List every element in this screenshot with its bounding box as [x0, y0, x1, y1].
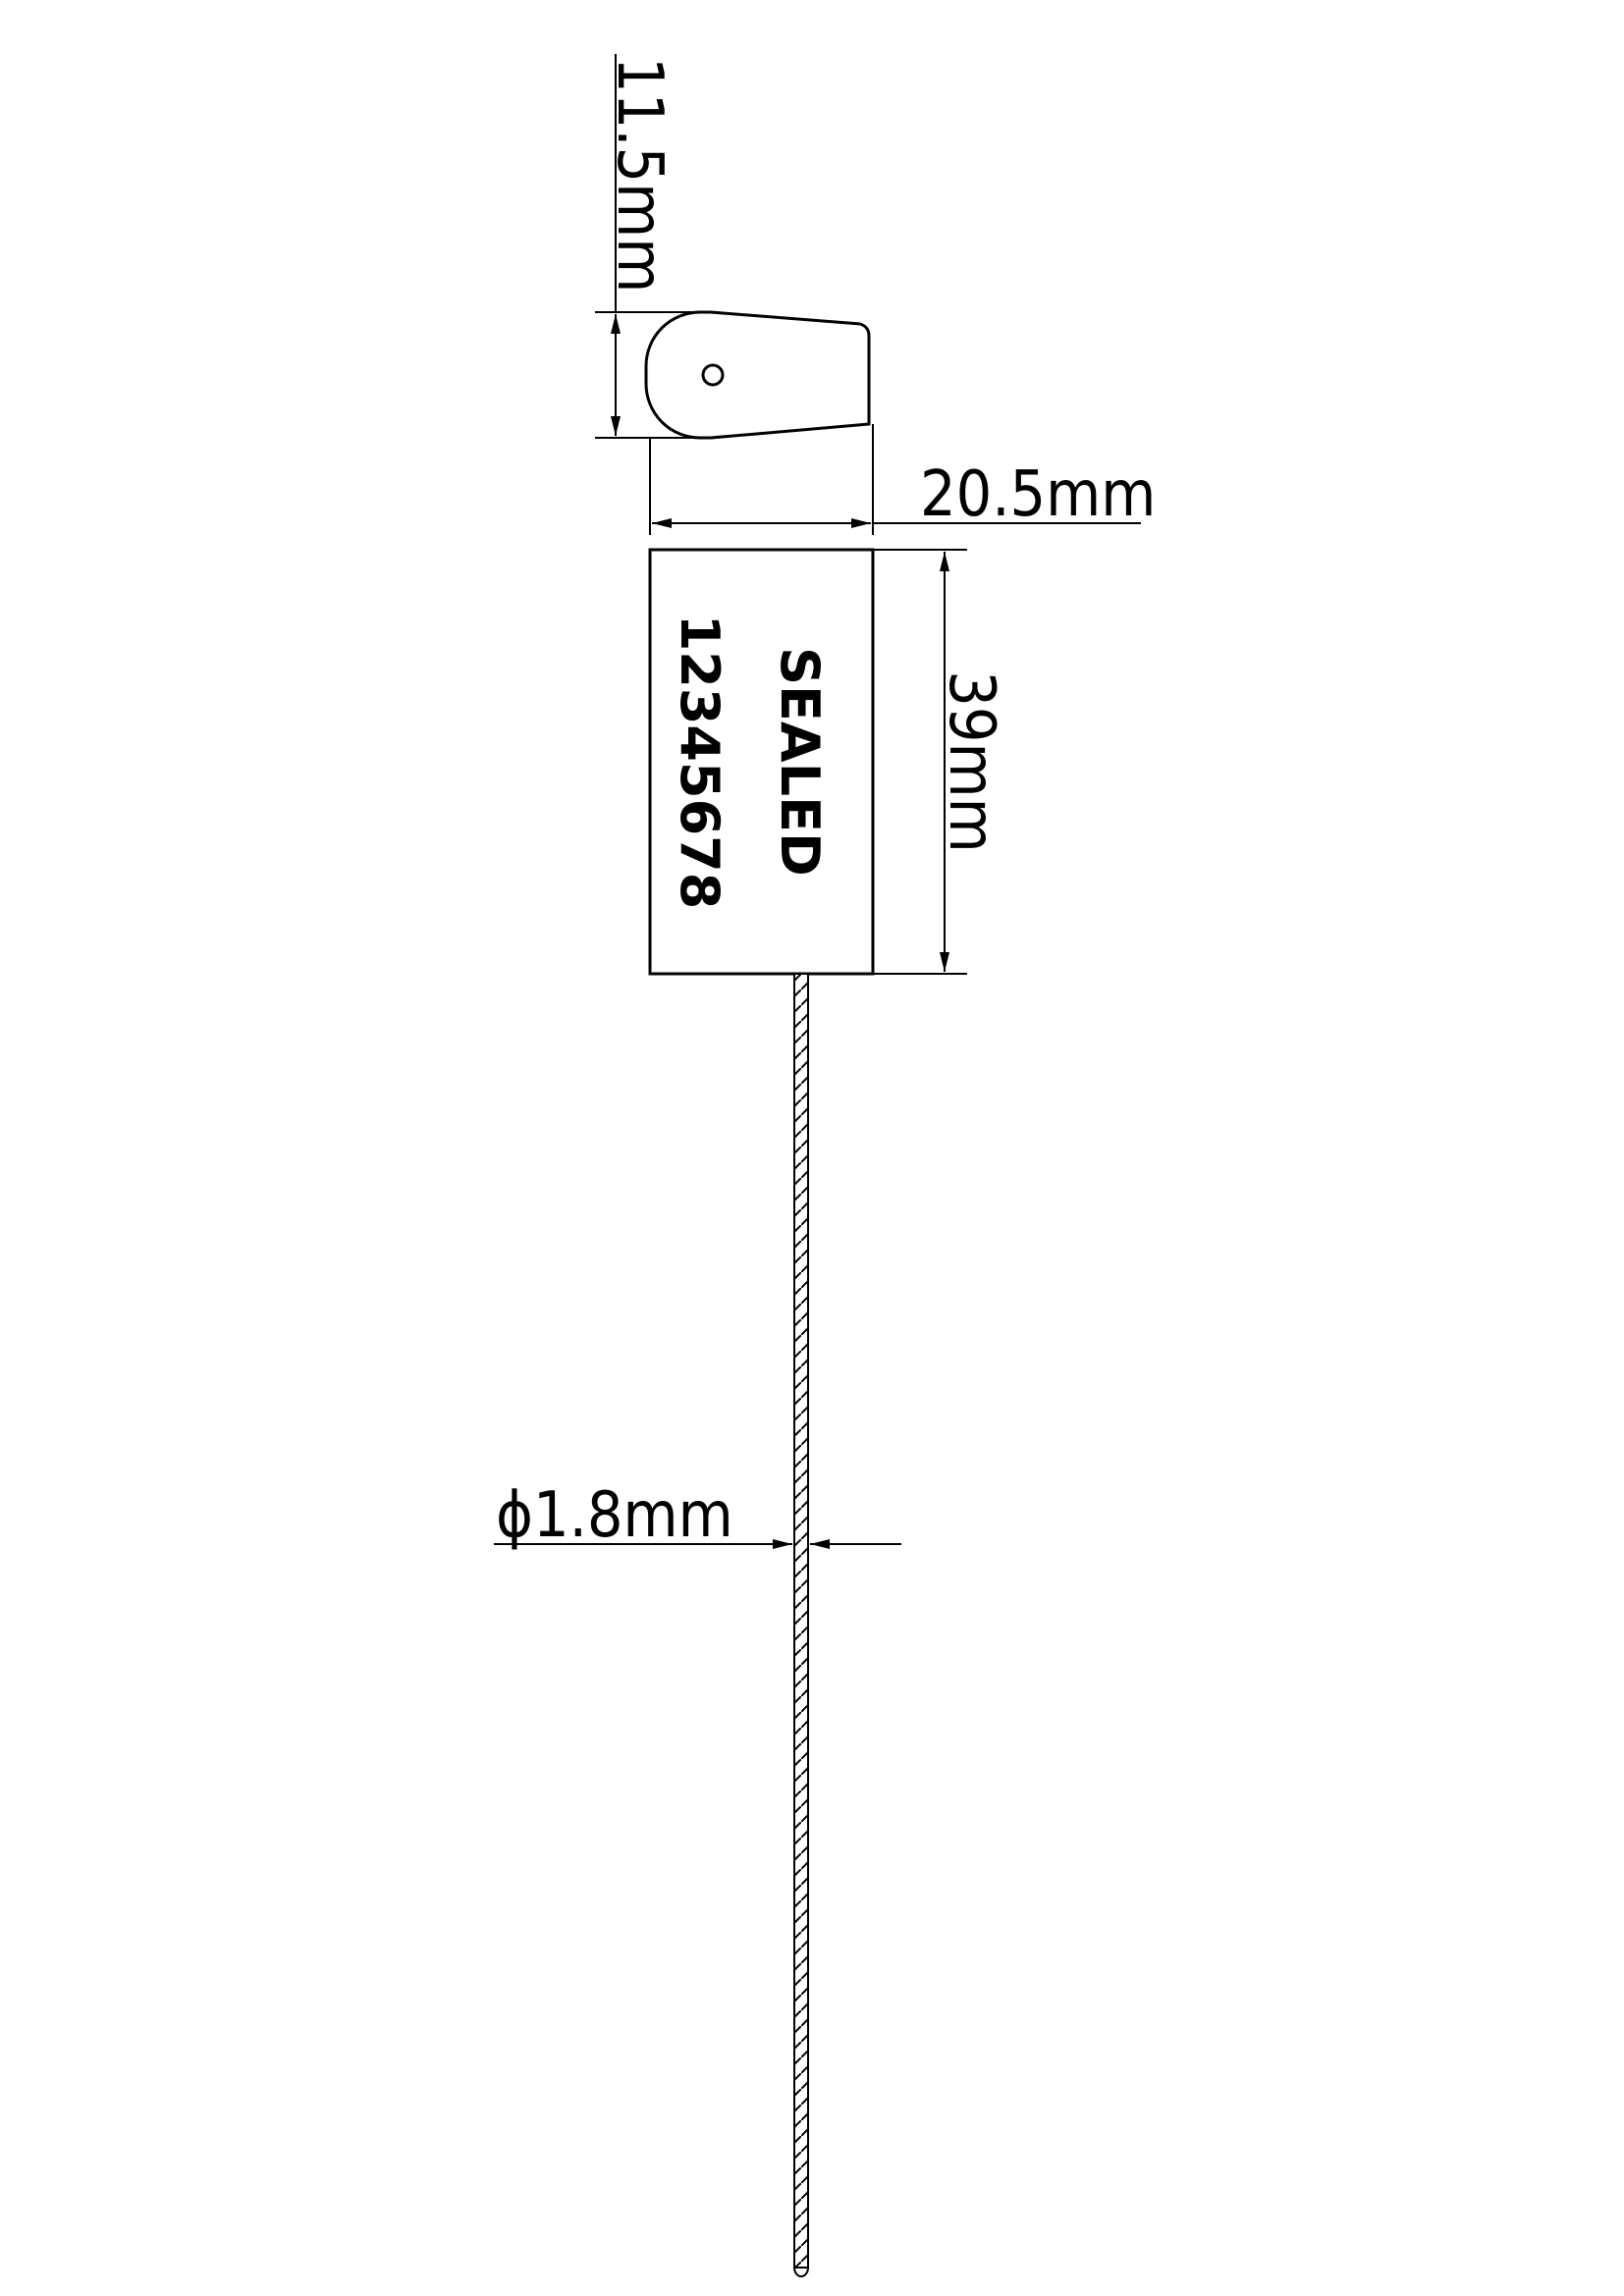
body-width-dimension: 20.5mm [649, 424, 1156, 535]
body-width-label: 20.5mm [920, 458, 1156, 531]
body-height-label: 39mm [935, 670, 1007, 852]
seal-head [644, 310, 871, 440]
cable-diameter-dimension: ϕ1.8mm [494, 1479, 901, 1552]
seal-body-text-serial: 12345678 [669, 614, 731, 910]
cable-diameter-label: ϕ1.8mm [496, 1479, 733, 1552]
cable-wire [793, 973, 809, 2269]
seal-body: SEALED 12345678 [648, 548, 875, 976]
cable [793, 973, 809, 2277]
seal-head-outline [644, 310, 871, 440]
body-height-dimension: 39mm [873, 549, 1007, 975]
seal-head-hole [701, 363, 725, 387]
head-height-dimension: 11.5mm [595, 54, 711, 439]
seal-body-text-sealed: SEALED [769, 647, 831, 877]
seal-body-outline [648, 548, 875, 976]
cable-end-cap [793, 2267, 809, 2277]
head-height-label: 11.5mm [603, 57, 676, 293]
